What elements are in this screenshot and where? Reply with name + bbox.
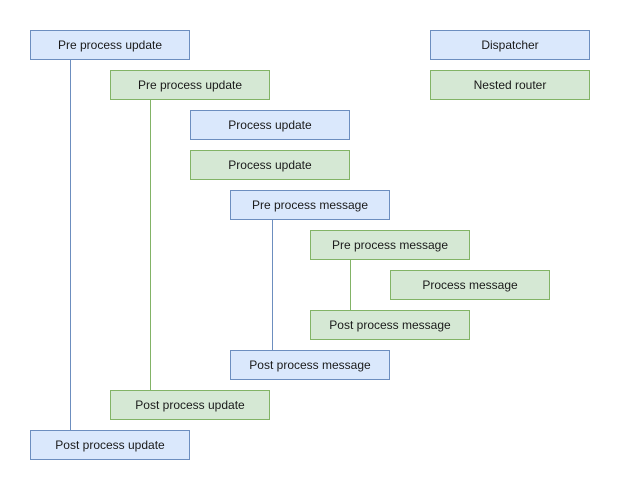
flow-node[interactable]: Post process message <box>310 310 470 340</box>
flow-node-label: Process message <box>422 277 518 292</box>
flow-node-label: Post process update <box>135 397 245 412</box>
connector-n1-to-n11 <box>70 60 71 430</box>
legend-item-label: Nested router <box>473 78 547 92</box>
flow-node-label: Post process update <box>55 437 165 452</box>
flow-node-label: Pre process update <box>137 77 243 92</box>
flow-node[interactable]: Process message <box>390 270 550 300</box>
legend-item-label: Dispatcher <box>481 38 539 52</box>
flow-node-label: Post process message <box>249 357 371 372</box>
flow-node[interactable]: Process update <box>190 150 350 180</box>
legend-item-router[interactable]: Nested router <box>430 70 590 100</box>
flow-node-label: Process update <box>228 157 312 172</box>
flow-node[interactable]: Pre process update <box>110 70 270 100</box>
flow-node-label: Process update <box>228 117 312 132</box>
flow-node[interactable]: Process update <box>190 110 350 140</box>
flow-node[interactable]: Post process update <box>110 390 270 420</box>
flow-node[interactable]: Pre process message <box>230 190 390 220</box>
flow-node[interactable]: Post process message <box>230 350 390 380</box>
flow-node[interactable]: Post process update <box>30 430 190 460</box>
flow-node[interactable]: Pre process message <box>310 230 470 260</box>
flow-node[interactable]: Pre process update <box>30 30 190 60</box>
connector-n5-to-n9 <box>272 220 273 350</box>
flow-node-label: Pre process update <box>57 37 163 52</box>
flow-node-label: Pre process message <box>331 237 449 252</box>
legend-item-dispatcher[interactable]: Dispatcher <box>430 30 590 60</box>
connector-n2-to-n10 <box>150 100 151 390</box>
flow-node-label: Pre process message <box>251 197 369 212</box>
flow-node-label: Post process message <box>329 317 451 332</box>
connector-n6-to-n8 <box>350 260 351 310</box>
